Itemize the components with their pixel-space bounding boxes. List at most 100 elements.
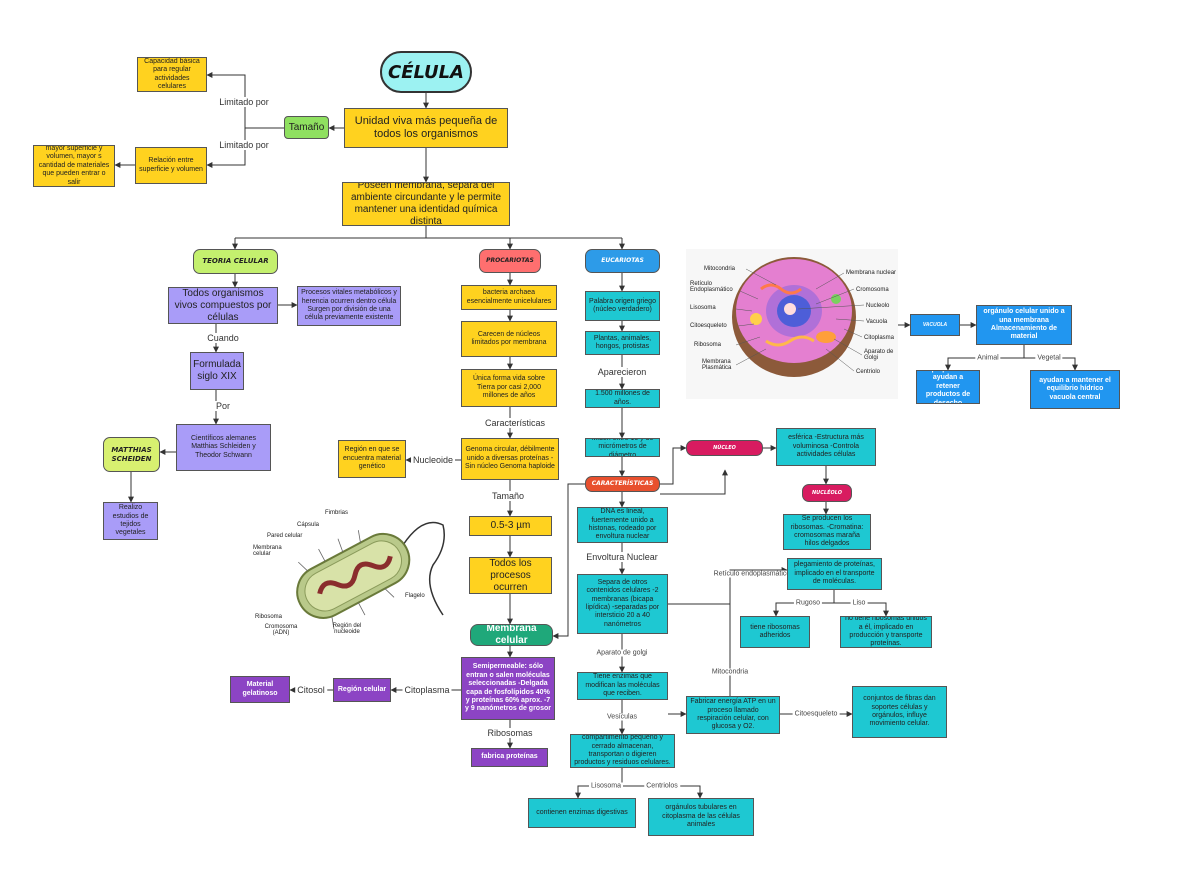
bac-label-flagelo: Flagelo: [405, 593, 425, 599]
no-tiene-ribosomas-node: no tiene ribosomas unidos a él, implicad…: [840, 616, 932, 648]
region-celular-node: Región celular: [333, 678, 391, 702]
label-vesiculas: Vesículas: [605, 713, 639, 721]
capacidad-node: Capacidad básica para regular actividade…: [137, 57, 207, 92]
esferica-node: esférica -Estructura más voluminosa -Con…: [776, 428, 876, 466]
euk-label-nucleolo: Nucleolo: [866, 303, 890, 309]
euk-label-membrana-nuclear: Membrana nuclear: [846, 270, 897, 276]
carecen-node: Carecen de núcleos limitados por membran…: [461, 321, 557, 357]
euk-label-centriolo: Centriolo: [856, 369, 881, 375]
definition-node: Unidad viva más pequeña de todos los org…: [344, 108, 508, 148]
label-cuando: Cuando: [205, 333, 241, 343]
page-title: CÉLULA: [380, 51, 472, 93]
membrana-celular-node: Membrana celular: [470, 624, 553, 646]
relacion-node: Relación entre superficie y volumen: [135, 147, 207, 184]
label-aparato-golgi: Aparato de golgi: [594, 649, 650, 657]
label-animal: Animal: [975, 354, 1001, 362]
fabrica-proteinas-node: fabrica proteínas: [471, 748, 548, 767]
matthias-node: MATTHIAS SCHEIDEN: [103, 437, 160, 472]
label-lisosoma: Lisosoma: [589, 782, 623, 790]
region-genetico-node: Región en que se encuentra material gené…: [338, 440, 406, 478]
label-por: Por: [213, 401, 233, 411]
label-caracteristicas: Características: [482, 418, 548, 428]
tamano-node: Tamaño: [284, 116, 329, 139]
pequenas-node: pequeñas ayudan a retener productos de d…: [916, 370, 980, 404]
tiene-ribosomas-node: tiene ribosomas adheridos: [740, 616, 810, 648]
bac-label-fimbrias: Fimbrias: [325, 510, 349, 516]
millones-node: 1.500 millones de años.: [585, 389, 660, 408]
label-vegetal: Vegetal: [1035, 354, 1063, 362]
cientificos-node: Científicos alemanes Matthias Schleiden …: [176, 424, 271, 471]
label-envoltura: Envoltura Nuclear: [584, 552, 660, 562]
label-nucleoide: Nucleoide: [410, 455, 456, 465]
genoma-node: Genoma circular, débilmente unido a dive…: [461, 438, 559, 480]
euk-label-mitocondria: Mitocondria: [704, 266, 736, 272]
vacuola-node: VACUOLA: [910, 314, 960, 336]
enzimas-digestivas-node: contienen enzimas digestivas: [528, 798, 636, 828]
realizo-estudios-node: Realizo estudios de tejidos vegetales: [103, 502, 158, 540]
organulos-tubulares-node: orgánulos tubulares en citoplasma de las…: [648, 798, 754, 836]
eucariotas-node: EUCARIOTAS: [585, 249, 660, 273]
bacteria-node: bacteria archaea esencialmente unicelula…: [461, 285, 557, 310]
label-liso: Liso: [850, 599, 868, 607]
formulada-node: Formulada siglo XIX: [190, 352, 244, 390]
label-aparecieron: Aparecieron: [595, 367, 649, 377]
label-citoplasma: Citoplasma: [402, 685, 452, 695]
procesos-vitales-node: Procesos vitales metabólicos y herencia …: [297, 286, 401, 326]
eukaryotic-cell-illustration: Mitocondria Retículo Endoplasmático Liso…: [686, 249, 898, 399]
bac-label-capsula: Cápsula: [297, 522, 320, 528]
unica-forma-node: Única forma vida sobre Tierra por casi 2…: [461, 369, 557, 407]
euk-label-cromosoma: Cromosoma: [856, 287, 889, 293]
label-rugoso: Rugoso: [793, 599, 823, 607]
bac-label-region: Región del nucleoide: [332, 623, 362, 635]
euk-label-lisosoma: Lisosoma: [690, 305, 716, 311]
bacterium-illustration: Fimbrias Cápsula Pared celular Membrana …: [245, 505, 445, 645]
label-limitado-2: Limitado por: [217, 140, 271, 150]
todos-procesos-node: Todos los procesos ocurren: [469, 557, 552, 594]
plantas-node: Plantas, animales, hongos, protistas: [585, 331, 660, 355]
label-reticulo: Retículo endoplasmático: [711, 570, 793, 578]
label-tamano-2: Tamaño: [489, 491, 527, 501]
euk-label-membrana-plasmatica: Membrana Plasmática: [702, 359, 732, 371]
bac-label-pared: Pared celular: [267, 533, 303, 539]
eukaryotic-cell-drawing: [732, 257, 865, 377]
euk-label-golgi: Aparato de Golgi: [864, 349, 894, 361]
miden-node: Miden entre 10 y 30 micrómetros de diáme…: [585, 438, 660, 457]
separa-contenidos-node: Separa de otros contenidos celulares -2 …: [577, 574, 668, 634]
caracteristicas-node: CARACTERÍSTICAS: [585, 476, 660, 492]
fabricar-energia-node: Fabricar energía ATP en un proceso llama…: [686, 696, 780, 734]
label-reticulo-text: Retículo endoplasmático: [713, 570, 791, 578]
label-ribosomas: Ribosomas: [485, 728, 535, 738]
size-node: 0.5-3 µm: [469, 516, 552, 536]
euk-label-ribosoma: Ribosoma: [694, 342, 722, 348]
compartimento-node: compartimento pequeño y cerrado almacena…: [570, 734, 675, 768]
tiene-enzimas-node: Tiene enzimas que modifican las molécula…: [577, 672, 668, 700]
label-centriolos: Centriolos: [644, 782, 680, 790]
ayudan-equilibrio-node: ayudan a mantener el equilibrio hídrico …: [1030, 370, 1120, 409]
label-citosol: Citosol: [295, 685, 327, 695]
bac-label-ribosoma: Ribosoma: [255, 614, 283, 620]
dna-lineal-node: DNA es lineal, fuertemente unido a histo…: [577, 507, 668, 543]
label-limitado-1: Limitado por: [217, 97, 271, 107]
euk-label-vacuola: Vacuola: [866, 319, 888, 325]
mayor-superficie-node: mayor superficie y volumen, mayor s cant…: [33, 145, 115, 187]
bacterium-drawing: [296, 521, 445, 630]
organulo-membrana-node: orgánulo celular unido a una membrana Al…: [976, 305, 1072, 345]
bac-label-membrana: Membrana celular: [253, 545, 282, 557]
nucleo-node: NÚCLEO: [686, 440, 763, 456]
conjuntos-fibras-node: conjuntos de fibras dan soportes células…: [852, 686, 947, 738]
bac-label-cromosoma: Cromosoma (ADN): [264, 624, 298, 636]
euk-label-reticulo: Retículo Endoplasmático: [690, 281, 733, 293]
todos-organismos-node: Todos organismos vivos compuestos por cé…: [168, 287, 278, 324]
euk-label-citoplasma: Citoplasma: [864, 335, 895, 341]
label-mitocondria: Mitocondria: [709, 668, 751, 676]
producen-ribosomas-node: Se producen los ribosomas. -Cromatina: c…: [783, 514, 871, 550]
semipermeable-node: Semipermeable: sólo entran o salen moléc…: [461, 657, 555, 720]
plegamiento-node: plegamiento de proteínas, implicado en e…: [787, 558, 882, 590]
palabra-griego-node: Palabra origen griego (núcleo verdadero): [585, 291, 660, 321]
teoria-celular-node: TEORIA CELULAR: [193, 249, 278, 274]
procariotas-node: PROCARIOTAS: [479, 249, 541, 273]
euk-label-citoesqueleto: Citoesqueleto: [690, 323, 727, 329]
label-citoesqueleto: Citoesqueleto: [792, 710, 840, 718]
nucleolo-node: NUCLÉOLO: [802, 484, 852, 502]
